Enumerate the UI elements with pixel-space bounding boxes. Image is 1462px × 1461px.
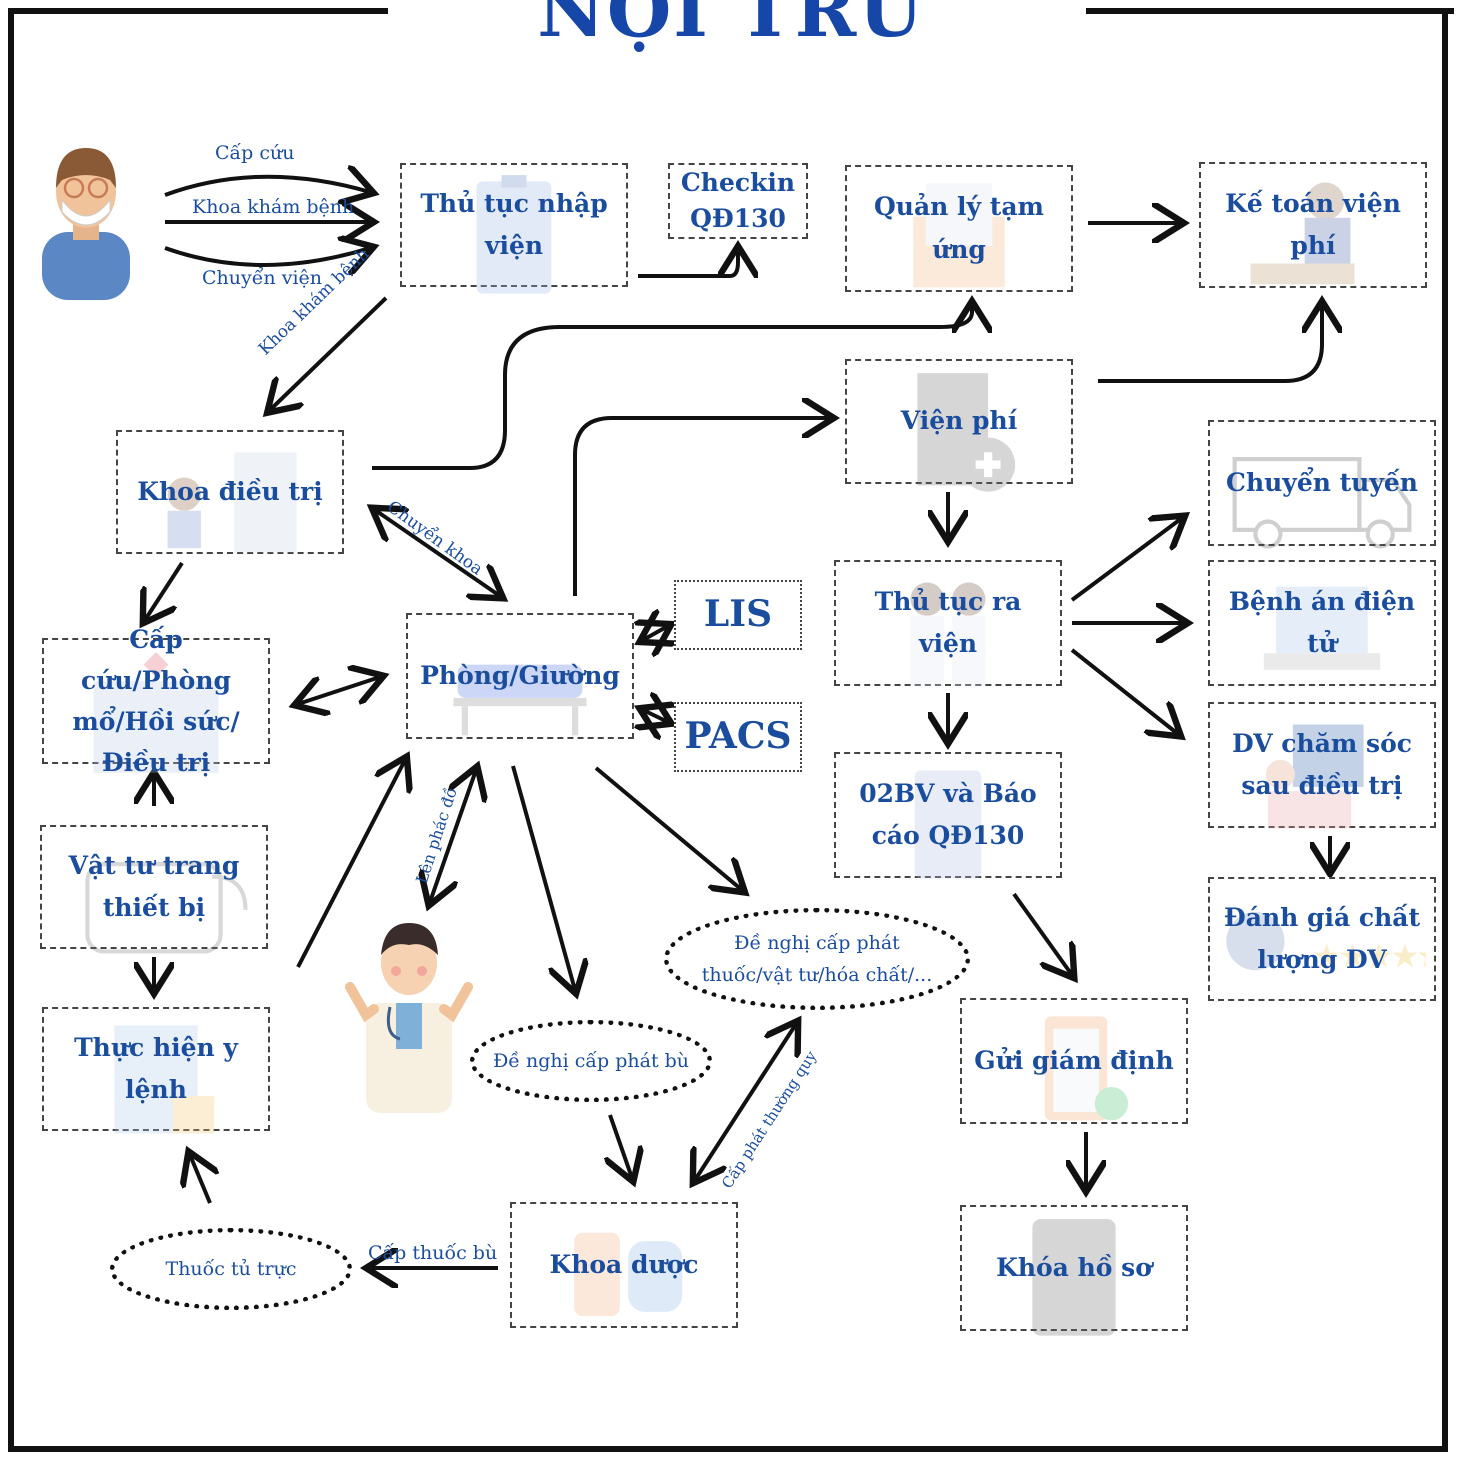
pacs-box[interactable]: PACS (674, 702, 802, 772)
cap-cuu-phong-mo-label: Cấp cứu/Phòng mổ/Hồi sức/ Điều trị (72, 624, 240, 778)
arrow-phong-de-nghi-bu (511, 765, 575, 990)
khoa-duoc-box[interactable]: Khoa dược (510, 1202, 738, 1328)
arrow-nhap-vien-khoa-dieu-tri (270, 296, 388, 410)
phong-giuong-label: Phòng/Giường (420, 660, 620, 690)
arrow-phong-de-nghi-cap-phat (594, 766, 742, 890)
khoa-dieu-tri-label: Khoa điều trị (137, 476, 323, 506)
arrow-khoa-dieu-tri-cap-cuu (145, 561, 184, 620)
benh-an-dien-tu-box[interactable]: Bệnh án điện tử (1208, 560, 1436, 686)
khoa-dieu-tri-box[interactable]: Khoa điều trị (116, 430, 344, 554)
title-rule-right (1086, 8, 1454, 14)
edge-label-khoa-kham-benh: Khoa khám bệnh (192, 196, 355, 218)
thu-tuc-nhap-vien-label: Thủ tục nhập viện (420, 188, 608, 261)
edge-label-chuyen-vien: Chuyển viện (202, 267, 323, 289)
diagram-frame (8, 12, 1448, 1452)
title-rule-left (8, 8, 388, 14)
arrow-phong-giuong-vien-phi (573, 418, 830, 596)
gui-giam-dinh-label: Gửi giám định (974, 1045, 1174, 1075)
khoa-duoc-label: Khoa dược (549, 1249, 699, 1279)
arrow-thuoc-tu-truc-thuc-hien (190, 1155, 210, 1204)
ke-toan-vien-phi-label: Kế toán viện phí (1225, 188, 1401, 261)
vien-phi-label: Viện phí (900, 406, 1018, 436)
arrow-nhap-vien-checkin (638, 250, 738, 278)
vat-tu-label: Vật tư trang thiết bị (68, 850, 240, 923)
de-nghi-cap-phat-bu-oval[interactable]: Đề nghị cấp phát bù (470, 1020, 712, 1102)
thuoc-tu-truc-label: Thuốc tủ trực (165, 1257, 297, 1280)
lis-box[interactable]: LIS (674, 580, 802, 650)
arrow-khoa-dieu-tri-tam-ung (372, 305, 972, 470)
doctor-icon (345, 923, 473, 1113)
quan-ly-tam-ung-box[interactable]: Quản lý tạm ứng (845, 165, 1073, 292)
de-nghi-cap-phat-oval[interactable]: Đề nghị cấp phát thuốc/vật tư/hóa chất/.… (664, 908, 970, 1010)
danh-gia-label: Đánh giá chất lượng DV (1223, 902, 1421, 975)
arrow-02bv-giam-dinh (1012, 892, 1072, 975)
vien-phi-box[interactable]: Viện phí (845, 359, 1073, 492)
thu-tuc-ra-vien-label: Thủ tục ra viện (874, 586, 1022, 659)
thuoc-tu-truc-oval[interactable]: Thuốc tủ trực (110, 1228, 352, 1310)
arrow-chuyen-vien (164, 248, 370, 265)
khoa-ho-so-label: Khóa hồ sơ (996, 1252, 1152, 1282)
chuyen-tuyen-label: Chuyển tuyến (1226, 467, 1418, 497)
de-nghi-cap-phat-bu-label: Đề nghị cấp phát bù (492, 1049, 690, 1072)
dv-cham-soc-label: DV chăm sóc sau điều trị (1231, 728, 1413, 801)
arrow-len-phac-do (430, 770, 476, 902)
page-title: NỘI TRÚ (537, 0, 925, 54)
arrow-vien-phi-ke-toan (1098, 305, 1322, 383)
chuyen-tuyen-box[interactable]: Chuyển tuyến (1208, 420, 1436, 549)
benh-an-dien-tu-label: Bệnh án điện tử (1228, 586, 1416, 659)
thuc-hien-y-lenh-box[interactable]: Thực hiện y lệnh (42, 1007, 270, 1134)
arrow-chuyen-khoa (375, 510, 500, 596)
arrow-cap-phat-thuong-quy (695, 1024, 796, 1180)
phong-giuong-box[interactable]: Phòng/Giường (406, 613, 634, 739)
checkin-box[interactable]: Checkin QĐ130 (668, 163, 808, 239)
de-nghi-cap-phat-label: Đề nghị cấp phát thuốc/vật tư/hóa chất/.… (701, 931, 933, 986)
cap-cuu-phong-mo-box[interactable]: Cấp cứu/Phòng mổ/Hồi sức/ Điều trị (42, 625, 270, 777)
lis-label: LIS (703, 593, 773, 636)
arrow-phong-lis (643, 626, 668, 640)
thu-tuc-nhap-vien-box[interactable]: Thủ tục nhập viện (400, 163, 628, 294)
edge-label-cap-cuu: Cấp cứu (215, 142, 295, 164)
thuc-hien-y-lenh-label: Thực hiện y lệnh (74, 1032, 238, 1105)
arrow-phong-pacs (643, 710, 668, 722)
checkin-label: Checkin QĐ130 (680, 167, 796, 233)
bao-cao-02bv-label: 02BV và Báo cáo QĐ130 (859, 778, 1037, 851)
danh-gia-box[interactable]: ★★★★★ Đánh giá chất lượng DV (1208, 877, 1436, 1001)
ke-toan-vien-phi-box[interactable]: Kế toán viện phí (1199, 162, 1427, 288)
arrow-ra-vien-dv-cham-soc (1070, 648, 1178, 734)
pacs-label: PACS (684, 715, 792, 758)
arrow-ra-vien-chuyen-tuyen (1070, 518, 1182, 602)
gui-giam-dinh-box[interactable]: Gửi giám định (960, 998, 1188, 1124)
arrow-cap-cuu (164, 177, 370, 195)
arrow-de-nghi-bu-khoa-duoc (610, 1114, 632, 1178)
khoa-ho-so-box[interactable]: Khóa hồ sơ (960, 1205, 1188, 1336)
thu-tuc-ra-vien-box[interactable]: Thủ tục ra viện (834, 560, 1062, 687)
dv-cham-soc-box[interactable]: DV chăm sóc sau điều trị (1208, 702, 1436, 829)
arrow-cap-cuu-phong-giuong (298, 677, 380, 704)
quan-ly-tam-ung-label: Quản lý tạm ứng (874, 192, 1044, 264)
arrow-thuc-hien-phong (296, 760, 405, 968)
bao-cao-02bv-box[interactable]: 02BV và Báo cáo QĐ130 (834, 752, 1062, 879)
patient-icon (42, 148, 130, 300)
edge-label-cap-thuoc-bu: Cấp thuốc bù (368, 1242, 498, 1264)
vat-tu-box[interactable]: Vật tư trang thiết bị (40, 825, 268, 954)
